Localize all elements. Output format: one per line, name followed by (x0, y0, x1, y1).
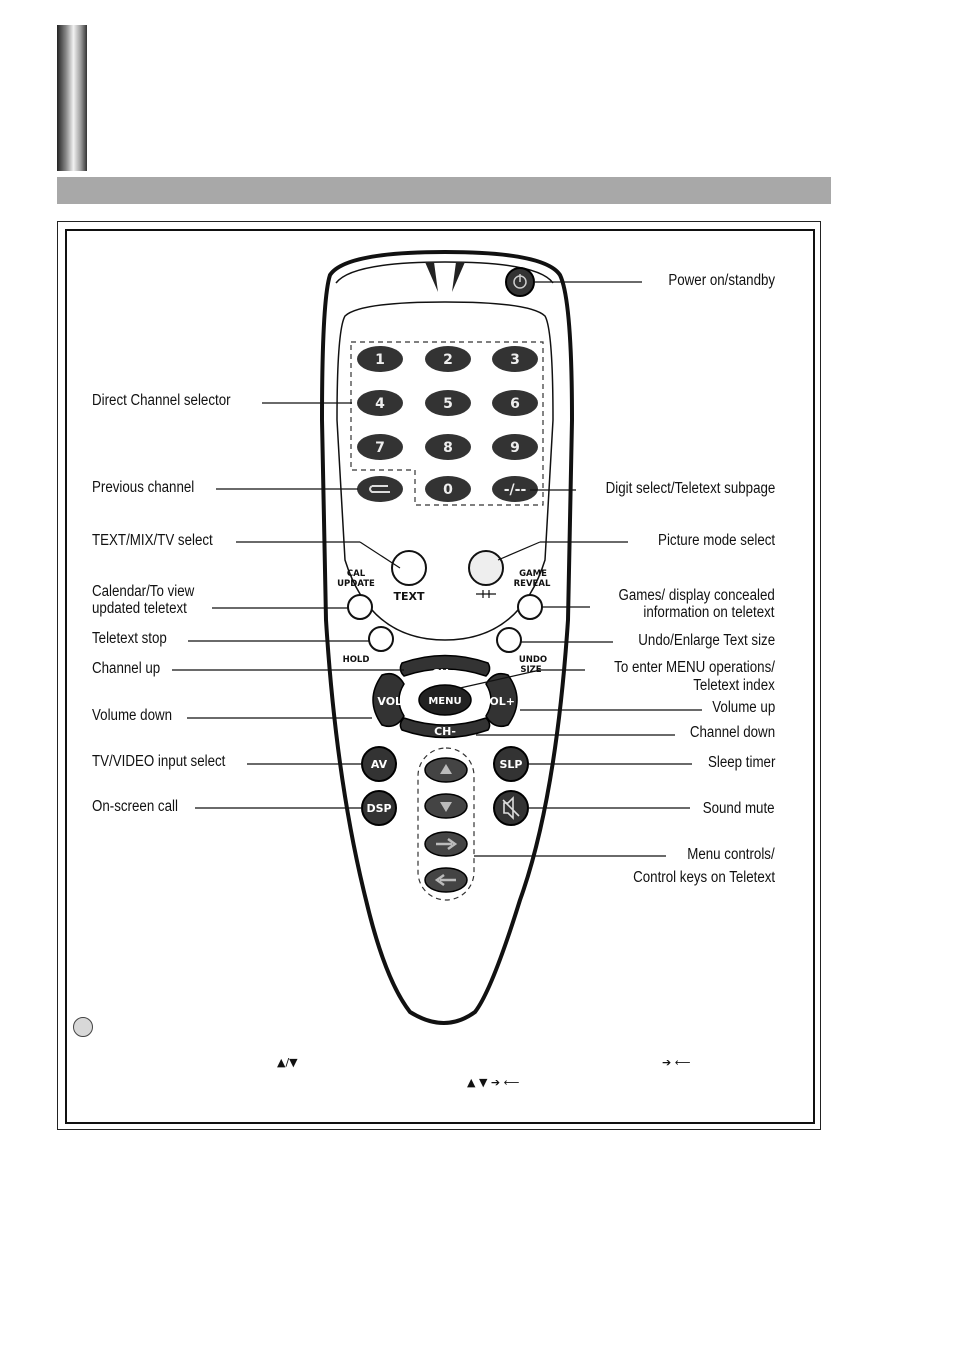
note-symbols-line1-left: ▲/▼ (277, 1056, 298, 1069)
size-caption: SIZE (520, 665, 541, 675)
figure-frame-outer (57, 221, 821, 1130)
text-key-caption: TEXT (393, 590, 424, 603)
update-caption: UPDATE (337, 579, 375, 589)
note-icon (73, 1017, 93, 1037)
label-sound-mute: Sound mute (703, 800, 775, 817)
digit-dash-label: -/-- (504, 482, 527, 498)
digit-2-label: 2 (443, 352, 453, 368)
hold-caption: HOLD (343, 655, 370, 665)
label-calendar-line2: updated teletext (92, 600, 187, 617)
reveal-caption: REVEAL (514, 579, 551, 589)
digit-4-label: 4 (375, 396, 385, 412)
digit-5-label: 5 (443, 396, 453, 412)
section-header-bar (57, 177, 831, 204)
dsp-label: DSP (366, 802, 391, 815)
label-text-mix-tv: TEXT/MIX/TV select (92, 532, 213, 549)
label-direct-channel: Direct Channel selector (92, 392, 231, 409)
brand-logo-icon (425, 262, 465, 292)
game-reveal-button (517, 594, 543, 620)
label-teletext-stop: Teletext stop (92, 630, 167, 647)
cal-caption: CAL (347, 569, 366, 579)
figure-frame-inner (65, 229, 815, 1124)
label-menu-line1: To enter MENU operations/ (614, 659, 775, 676)
leader-lines (172, 281, 702, 857)
note-symbols-line2: ▲ ▼ ➔ ⟵ (467, 1076, 520, 1089)
arrow-right-icon (436, 837, 458, 851)
arrow-down-icon (440, 802, 452, 812)
mute-icon (502, 796, 520, 820)
label-tv-video: TV/VIDEO input select (92, 753, 226, 770)
arrow-up-icon (440, 764, 452, 774)
undo-caption: UNDO (519, 655, 547, 665)
cal-update-button (347, 594, 373, 620)
label-volume-down: Volume down (92, 707, 173, 724)
undo-size-button (496, 627, 522, 653)
digit-6-label: 6 (510, 396, 520, 412)
label-sleep-timer: Sleep timer (707, 754, 775, 771)
vol-down-label: VOL- (377, 695, 406, 708)
volume-up-button (485, 672, 518, 728)
ch-down-label: CH- (434, 725, 456, 738)
digit-8-label: 8 (443, 440, 453, 456)
note-symbols-line1-right: ➔ ⟵ (662, 1056, 691, 1069)
label-channel-down: Channel down (689, 724, 775, 741)
label-picture-mode: Picture mode select (657, 532, 775, 549)
digit-0-label: 0 (443, 482, 453, 498)
text-button (391, 550, 427, 586)
vol-up-label: VOL+ (481, 695, 515, 708)
digit-7-label: 7 (375, 440, 385, 456)
digit-3-label: 3 (510, 352, 520, 368)
label-games-line1: Games/ display concealed (618, 587, 775, 604)
label-on-screen: On-screen call (92, 798, 178, 815)
label-channel-up: Channel up (92, 660, 161, 677)
slp-label: SLP (500, 758, 523, 771)
ch-up-label: CH+ (432, 667, 459, 680)
arrow-left-icon (434, 873, 456, 887)
volume-down-button (372, 672, 405, 728)
av-label: AV (371, 758, 388, 771)
digit-1-label: 1 (375, 352, 385, 368)
game-caption: GAME (519, 569, 547, 579)
menu-button (418, 684, 472, 716)
label-menu-controls-line1: Menu controls/ (687, 846, 775, 863)
label-games-line2: information on teletext (643, 604, 775, 621)
channel-up-button (399, 654, 491, 677)
digit-9-label: 9 (510, 440, 520, 456)
label-digit-select: Digit select/Teletext subpage (605, 480, 775, 497)
channel-down-button (399, 717, 491, 739)
section-side-tab (57, 25, 87, 171)
label-menu-controls-line2: Control keys on Teletext (632, 869, 775, 886)
label-volume-up: Volume up (712, 699, 775, 716)
picture-mode-button (468, 550, 504, 586)
label-menu-line2: Teletext index (693, 677, 775, 694)
remote-inner-panel (336, 301, 554, 641)
label-previous-channel: Previous channel (92, 479, 195, 496)
menu-label: MENU (428, 696, 461, 707)
label-undo-enlarge: Undo/Enlarge Text size (638, 632, 775, 649)
previous-channel-icon (369, 485, 390, 493)
hold-button (368, 626, 394, 652)
label-calendar-line1: Calendar/To view (92, 583, 195, 600)
digit-keys: 1 2 3 4 5 6 7 8 9 0 -/-- (357, 346, 538, 502)
label-power: Power on/standby (668, 272, 775, 289)
